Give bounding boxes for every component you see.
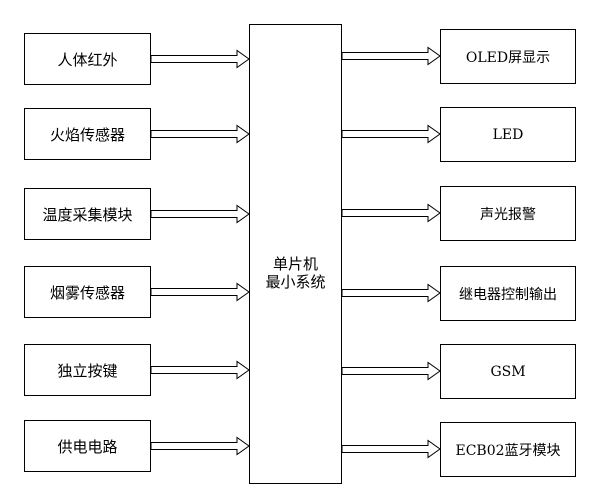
output-box-led: LED	[440, 107, 576, 162]
input-arrow-6	[150, 436, 250, 456]
input-label-power-circuit: 供电电路	[57, 437, 118, 456]
input-label-keys: 独立按键	[57, 361, 118, 380]
input-box-power-circuit: 供电电路	[24, 420, 151, 472]
input-box-smoke-sensor: 烟雾传感器	[24, 266, 151, 318]
output-box-relay: 继电器控制输出	[440, 266, 576, 321]
output-label-alarm: 声光报警	[480, 206, 536, 223]
output-label-bluetooth: ECB02蓝牙模块	[455, 442, 561, 459]
output-box-alarm: 声光报警	[440, 186, 576, 241]
output-arrow-4	[341, 283, 441, 303]
input-box-flame-sensor: 火焰传感器	[24, 108, 151, 160]
output-label-gsm: GSM	[490, 363, 526, 380]
input-box-keys: 独立按键	[24, 344, 151, 396]
mcu-box: 单片机 最小系统	[249, 24, 342, 484]
output-arrow-5	[341, 361, 441, 381]
output-arrow-6	[341, 439, 441, 459]
input-label-pir: 人体红外	[57, 50, 118, 69]
output-label-oled: OLED屏显示	[465, 49, 551, 66]
input-box-pir: 人体红外	[24, 33, 151, 85]
output-label-led: LED	[492, 126, 524, 143]
input-arrow-1	[150, 49, 250, 69]
input-label-smoke-sensor: 烟雾传感器	[49, 283, 125, 302]
output-arrow-1	[341, 46, 441, 66]
input-box-temperature-module: 温度采集模块	[24, 188, 151, 240]
input-arrow-5	[150, 360, 250, 380]
input-arrow-2	[150, 124, 250, 144]
input-label-temperature-module: 温度采集模块	[42, 205, 133, 224]
input-label-flame-sensor: 火焰传感器	[49, 125, 125, 144]
input-arrow-3	[150, 204, 250, 224]
output-arrow-3	[341, 203, 441, 223]
input-arrow-4	[150, 282, 250, 302]
mcu-label-line1: 单片机	[272, 255, 318, 273]
mcu-label-line2: 最小系统	[265, 273, 326, 291]
output-label-relay: 继电器控制输出	[459, 286, 557, 303]
output-box-bluetooth: ECB02蓝牙模块	[440, 422, 576, 477]
output-box-gsm: GSM	[440, 344, 576, 399]
output-box-oled: OLED屏显示	[440, 29, 576, 84]
mcu-label: 单片机 最小系统	[250, 255, 341, 291]
output-arrow-2	[341, 124, 441, 144]
